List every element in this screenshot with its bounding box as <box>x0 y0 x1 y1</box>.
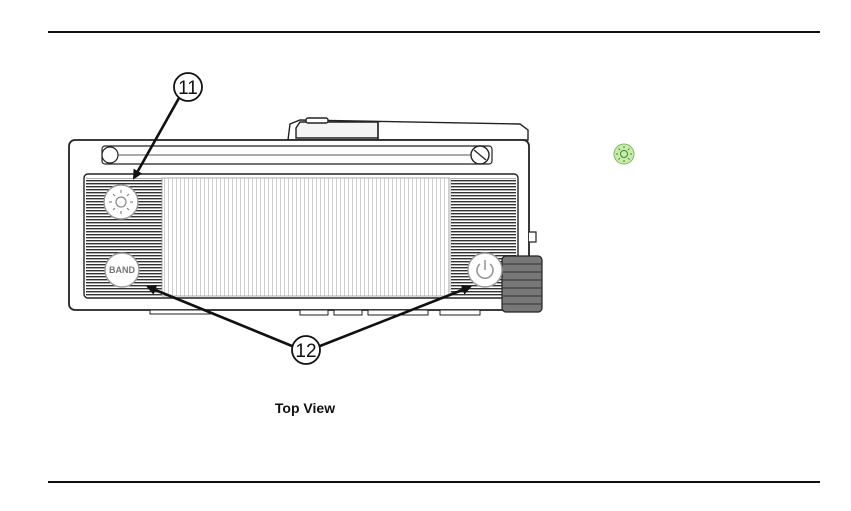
figure-caption: Top View <box>240 400 370 416</box>
light-button[interactable] <box>104 185 138 219</box>
power-button[interactable] <box>468 253 502 287</box>
callout-12-label: 12 <box>295 341 316 362</box>
carry-handle <box>288 118 528 140</box>
center-panel <box>162 178 450 296</box>
callout-11-label: 11 <box>178 78 198 99</box>
band-button-label: BAND <box>109 265 135 275</box>
bottom-rule <box>48 481 820 483</box>
band-button[interactable]: BAND <box>105 253 139 287</box>
light-bulb-icon <box>614 144 634 164</box>
